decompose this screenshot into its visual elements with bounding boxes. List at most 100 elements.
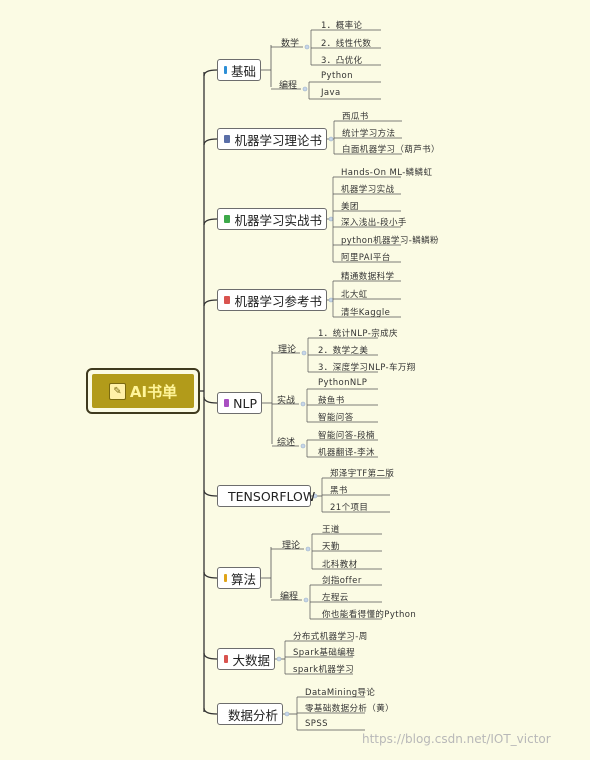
edit-icon: ✎ [108,382,126,400]
leaf-item[interactable]: 分布式机器学习-周 [293,632,368,642]
leaf-item[interactable]: 西瓜书 [342,112,369,122]
branch-connector [203,571,218,579]
leaf-item[interactable]: 1．统计NLP-宗成庆 [318,329,398,339]
group-label[interactable]: 实战 [277,396,296,406]
leaf-item[interactable]: 北大虹 [341,290,368,300]
branch-node[interactable]: 基础 [217,59,261,81]
branch-node[interactable]: NLP [217,392,262,414]
leaf-item[interactable]: 郑泽宇TF第二版 [330,469,395,479]
leaf-item[interactable]: 左程云 [322,593,349,603]
leaf-item[interactable]: Python [321,71,353,81]
branch-connector [203,396,218,404]
collapse-dot [276,656,282,662]
root-label: AI书单 [129,382,178,401]
branch-label: 数据分析 [228,707,279,723]
group-label[interactable]: 数学 [281,39,300,49]
collapse-dot [284,711,290,717]
leaf-item[interactable]: 统计学习方法 [342,129,396,139]
leaf-item[interactable]: SPSS [305,719,328,729]
leaf-item[interactable]: python机器学习-鳞鳞粉 [341,236,439,246]
collapse-dot [304,44,310,50]
leaf-item[interactable]: 清华Kaggle [341,308,391,318]
leaf-item[interactable]: Spark基础编程 [293,648,356,658]
topic-icon [224,574,227,582]
leaf-item[interactable]: 智能问答-段楠 [318,431,375,441]
leaf-item[interactable]: Java [321,88,341,98]
branch-label: 机器学习理论书 [234,132,322,148]
branch-node[interactable]: 机器学习实战书 [217,208,327,230]
leaf-item[interactable]: 深入浅出-段小手 [341,218,407,228]
leaf-item[interactable]: 2．数学之美 [318,346,369,356]
branch-connector [203,299,218,307]
leaf-item[interactable]: 1．概率论 [321,21,363,31]
group-label[interactable]: 编程 [280,592,299,602]
group-label[interactable]: 编程 [279,81,298,91]
collapse-dot [305,546,311,552]
leaf-item[interactable]: 3．凸优化 [321,56,363,66]
leaf-item[interactable]: 王道 [322,525,340,535]
leaf-item[interactable]: Hands-On ML-鳞鳞虹 [341,168,433,178]
branch-label: 算法 [230,571,256,587]
topic-icon [224,66,227,74]
watermark: https://blog.csdn.net/IOT_victor [362,732,551,746]
collapse-dot [312,493,318,499]
branch-label: NLP [233,395,257,411]
branch-node[interactable]: 算法 [217,567,261,589]
leaf-item[interactable]: 美团 [341,202,359,212]
branch-label: 机器学习参考书 [234,293,322,309]
leaf-item[interactable]: 机器学习实战 [341,185,395,195]
branch-connector [203,69,218,77]
collapse-dot [301,350,307,356]
root-node-body: ✎ AI书单 [92,374,194,408]
group-label[interactable]: 理论 [282,541,301,551]
leaf-item[interactable]: 智能问答 [318,413,354,423]
collapse-dot [328,297,334,303]
topic-icon [224,399,230,407]
leaf-item[interactable]: 机器翻译-李沐 [318,448,375,458]
root-node[interactable]: ✎ AI书单 [86,368,200,414]
leaf-item[interactable]: 北科教材 [322,560,358,570]
leaf-item[interactable]: 精通数据科学 [341,272,395,282]
branch-connector [203,218,218,226]
leaf-item[interactable]: 3．深度学习NLP-车万翔 [318,363,416,373]
branch-connector [203,489,218,497]
leaf-item[interactable]: 阿里PAI平台 [341,253,391,263]
collapse-dot [328,136,334,142]
branch-connector [203,707,218,715]
branch-node[interactable]: TENSORFLOW [217,485,315,507]
leaf-item[interactable]: DataMining导论 [305,688,376,698]
branch-node[interactable]: 机器学习理论书 [217,128,327,150]
group-label[interactable]: 理论 [278,345,297,355]
collapse-dot [328,216,334,222]
leaf-item[interactable]: 21个项目 [330,503,369,513]
topic-icon [224,296,231,304]
group-label[interactable]: 综述 [277,438,296,448]
collapse-dot [302,86,308,92]
leaf-item[interactable]: 白面机器学习（葫芦书） [342,145,440,155]
leaf-item[interactable]: 零基础数据分析（黄） [305,704,395,714]
branch-connector [203,138,218,146]
collapse-dot [303,597,309,603]
branch-label: 机器学习实战书 [234,212,322,228]
leaf-item[interactable]: 你也能看得懂的Python [322,610,417,620]
topic-icon [224,215,231,223]
leaf-item[interactable]: 剑指offer [322,576,362,586]
topic-icon [224,135,231,143]
branch-node[interactable]: 机器学习参考书 [217,289,327,311]
branch-node[interactable]: 大数据 [217,648,275,670]
leaf-item[interactable]: 2．线性代数 [321,39,372,49]
leaf-item[interactable]: spark机器学习 [293,665,355,675]
branch-label: 基础 [230,63,256,79]
leaf-item[interactable]: 天勤 [322,542,340,552]
collapse-dot [300,443,306,449]
leaf-item[interactable]: 鼓鱼书 [318,396,345,406]
leaf-item[interactable]: 黑书 [330,486,348,496]
branch-label: TENSORFLOW [228,488,316,504]
leaf-item[interactable]: PythonNLP [318,378,368,388]
branch-label: 大数据 [232,652,270,668]
topic-icon [224,655,229,663]
branch-node[interactable]: 数据分析 [217,703,283,725]
branch-connector [203,652,218,660]
